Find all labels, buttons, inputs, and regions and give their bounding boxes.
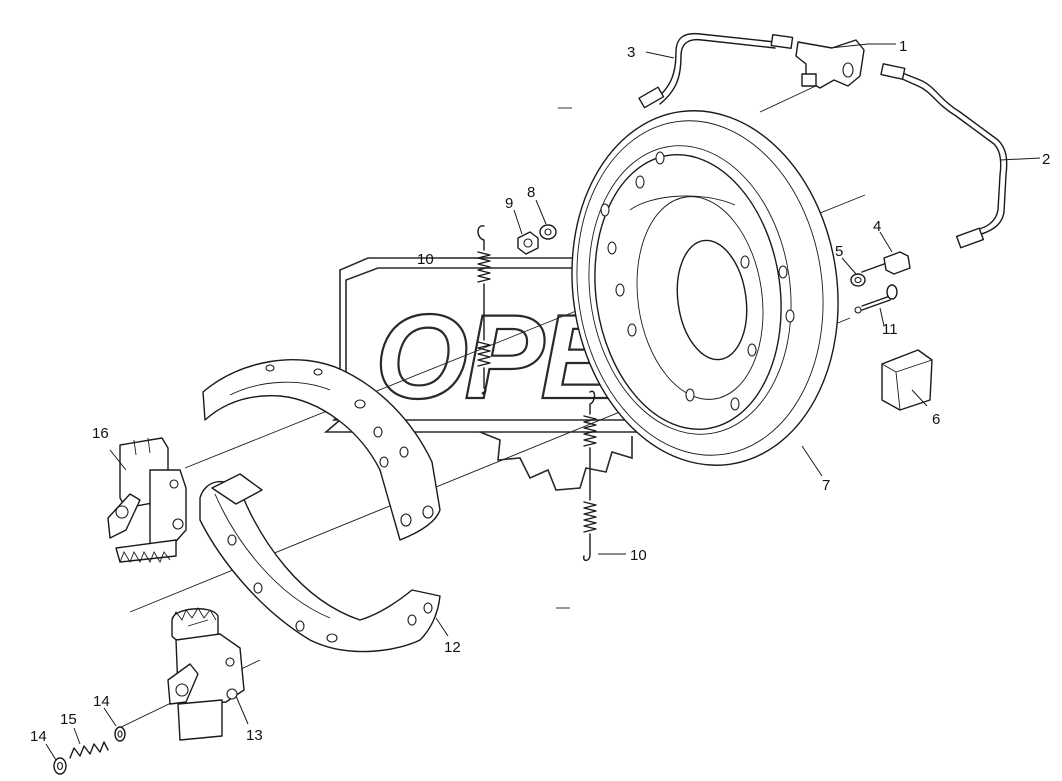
- washer-part-5: [850, 273, 866, 287]
- callout-6: 6: [932, 411, 940, 428]
- callout-8: 8: [527, 184, 535, 201]
- callout-3: 3: [627, 44, 635, 61]
- nut-part-8: [539, 224, 557, 240]
- callout-leaders: [45, 43, 1041, 761]
- callout-11: 11: [882, 321, 898, 338]
- washer-part-14-right: [114, 726, 126, 742]
- wheel-cylinder-lower: [167, 607, 245, 741]
- callout-4: 4: [873, 218, 881, 235]
- nut-part-9: [517, 231, 539, 255]
- callout-5: 5: [835, 243, 843, 260]
- callout-labels: 1 2 3 4 5 6 7 8 9 10 10 11 12 13 14 14 1…: [30, 38, 1050, 745]
- adjuster-spring-part-15: [69, 741, 109, 759]
- return-spring-upper: [477, 225, 491, 395]
- bolt-part-11: [854, 284, 898, 314]
- brake-line-tee: [795, 39, 865, 89]
- callout-13: 13: [246, 727, 263, 744]
- callout-1: 1: [899, 38, 907, 55]
- callout-2: 2: [1042, 151, 1050, 168]
- callout-10-lower: 10: [630, 547, 647, 564]
- callout-14-left: 14: [30, 728, 47, 745]
- callout-10-upper: 10: [417, 251, 434, 268]
- washer-part-14-left: [53, 757, 67, 775]
- return-spring-lower: [582, 390, 597, 562]
- brake-shoe-upper: [202, 359, 441, 541]
- brake-shoe-lower: [199, 473, 441, 653]
- callout-12: 12: [444, 639, 461, 656]
- callout-15: 15: [60, 711, 77, 728]
- backing-plate: [571, 110, 839, 466]
- callout-7: 7: [822, 477, 830, 494]
- brake-line-left: [638, 32, 794, 109]
- callout-9: 9: [505, 195, 513, 212]
- clip-part-6: [881, 349, 933, 411]
- wheel-cylinder-upper: [107, 437, 187, 564]
- callout-14-right: 14: [93, 693, 110, 710]
- callout-16: 16: [92, 425, 109, 442]
- brake-line-right: [880, 63, 1008, 249]
- bolt-part-4: [861, 251, 911, 275]
